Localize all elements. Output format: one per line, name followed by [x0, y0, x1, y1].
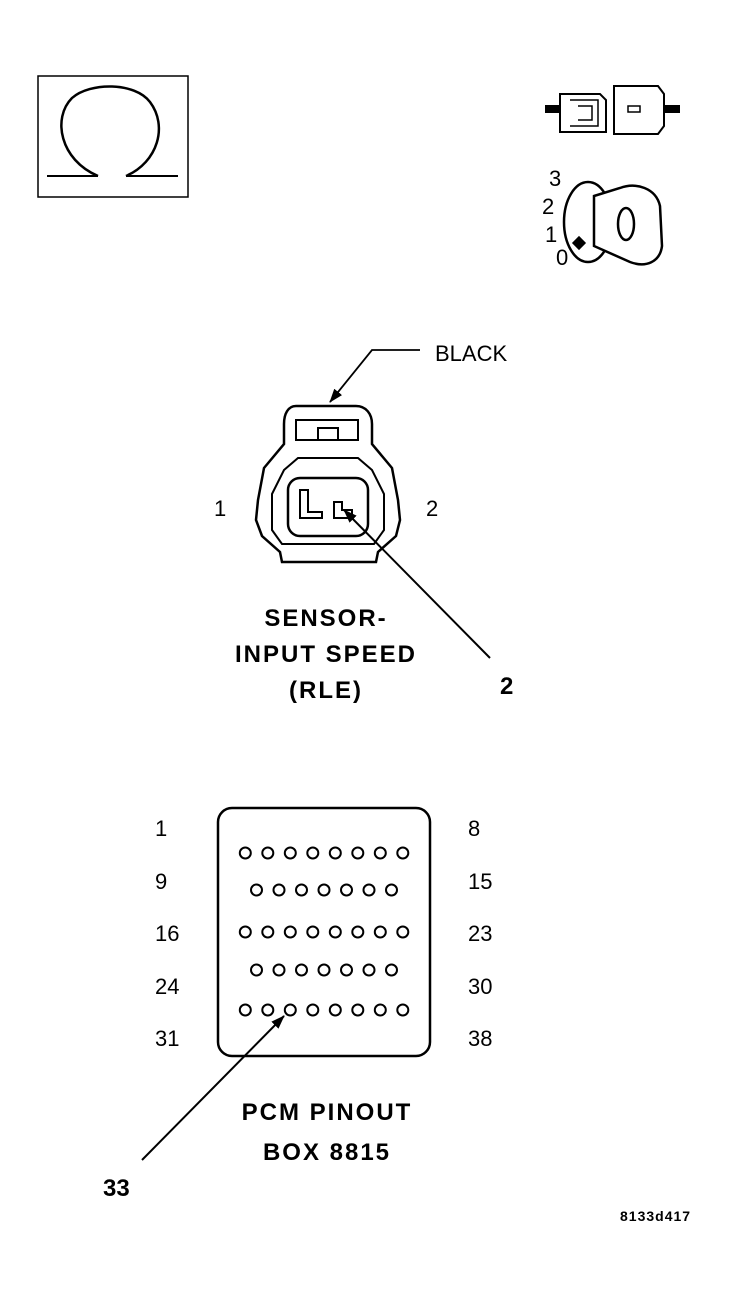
pcm-row-label-right-23: 23	[468, 921, 492, 946]
pcm-pin	[340, 963, 353, 977]
pcm-pin	[238, 925, 252, 939]
ohm-icon	[37, 75, 189, 198]
pcm-pin	[283, 1003, 297, 1017]
color-leader-arrow	[329, 349, 420, 403]
pcm-pin	[317, 963, 331, 977]
pcm-pin	[351, 1003, 365, 1017]
pcm-pin	[396, 1003, 410, 1017]
pcm-pin	[261, 846, 275, 860]
pcm-pin	[385, 883, 398, 897]
connector-pin-right: 2	[426, 496, 438, 521]
pcm-pin	[328, 1003, 342, 1017]
pcm-pin	[328, 846, 342, 860]
pcm-row-label-left-9: 9	[155, 869, 167, 894]
pcm-title-line1: PCM PINOUT	[242, 1099, 413, 1126]
connector-body	[254, 404, 402, 564]
pcm-row-label-left-1: 1	[155, 816, 167, 841]
connector-name-line1: SENSOR-	[264, 605, 387, 632]
pin33-callout-arrow	[141, 1015, 285, 1161]
key-scale-0: 0	[556, 245, 568, 270]
pcm-pin	[362, 963, 376, 977]
pcm-pin	[396, 925, 410, 939]
ignition-key-icon: 3 2 1 0	[542, 166, 664, 270]
pcm-pin-grid	[238, 846, 410, 1017]
pcm-pin	[295, 883, 308, 897]
pcm-pin	[283, 925, 297, 939]
pcm-pin	[396, 846, 410, 860]
pcm-pin	[306, 846, 320, 860]
pcm-pin	[261, 1003, 275, 1017]
pcm-box	[216, 806, 432, 1058]
pcm-pin	[328, 925, 342, 939]
connector-disconnect-icon	[545, 85, 680, 135]
pcm-pin	[238, 1003, 252, 1017]
pcm-pin	[238, 846, 252, 860]
pcm-pin	[385, 963, 398, 977]
pcm-pin	[272, 963, 286, 977]
pcm-pin	[351, 846, 365, 860]
connector-color-label: BLACK	[435, 341, 507, 366]
pcm-pin	[250, 883, 263, 897]
figure-id: 8133d417	[620, 1208, 691, 1224]
pcm-pin	[306, 925, 320, 939]
pcm-pin	[272, 883, 286, 897]
key-scale-2: 2	[542, 194, 554, 219]
pcm-pin	[250, 963, 263, 977]
pcm-pinout: 1 9 16 24 31 8 15 23 30 38 33 PCM PINOUT…	[103, 806, 492, 1202]
pcm-row-label-left-24: 24	[155, 974, 179, 999]
pcm-pin	[362, 883, 376, 897]
pcm-pin	[373, 846, 387, 860]
key-scale-3: 3	[549, 166, 561, 191]
pcm-row-label-right-8: 8	[468, 816, 480, 841]
key-scale-1: 1	[545, 222, 557, 247]
pcm-pin	[283, 846, 297, 860]
pcm-pin	[261, 925, 275, 939]
connector-callout-number: 2	[500, 673, 513, 700]
pcm-pin	[373, 1003, 387, 1017]
pcm-row-label-right-15: 15	[468, 869, 492, 894]
connector-name-line2: INPUT SPEED	[235, 641, 417, 668]
pin2-callout-arrow	[343, 509, 491, 659]
pcm-row-label-right-30: 30	[468, 974, 492, 999]
pcm-title-line2: BOX 8815	[263, 1139, 391, 1166]
pcm-pin	[306, 1003, 320, 1017]
connector-name-line3: (RLE)	[289, 677, 363, 704]
pcm-pin	[295, 963, 308, 977]
pcm-pin	[317, 883, 331, 897]
pcm-callout-number: 33	[103, 1175, 130, 1202]
pcm-pin	[340, 883, 353, 897]
pcm-pin	[373, 925, 387, 939]
pcm-pin	[351, 925, 365, 939]
pcm-row-label-left-16: 16	[155, 921, 179, 946]
connector-pin-left: 1	[214, 496, 226, 521]
pcm-row-label-right-38: 38	[468, 1026, 492, 1051]
sensor-connector: BLACK 1 2 2 SENSOR- INPUT SPEED (RLE)	[214, 341, 513, 704]
pcm-row-label-left-31: 31	[155, 1026, 179, 1051]
